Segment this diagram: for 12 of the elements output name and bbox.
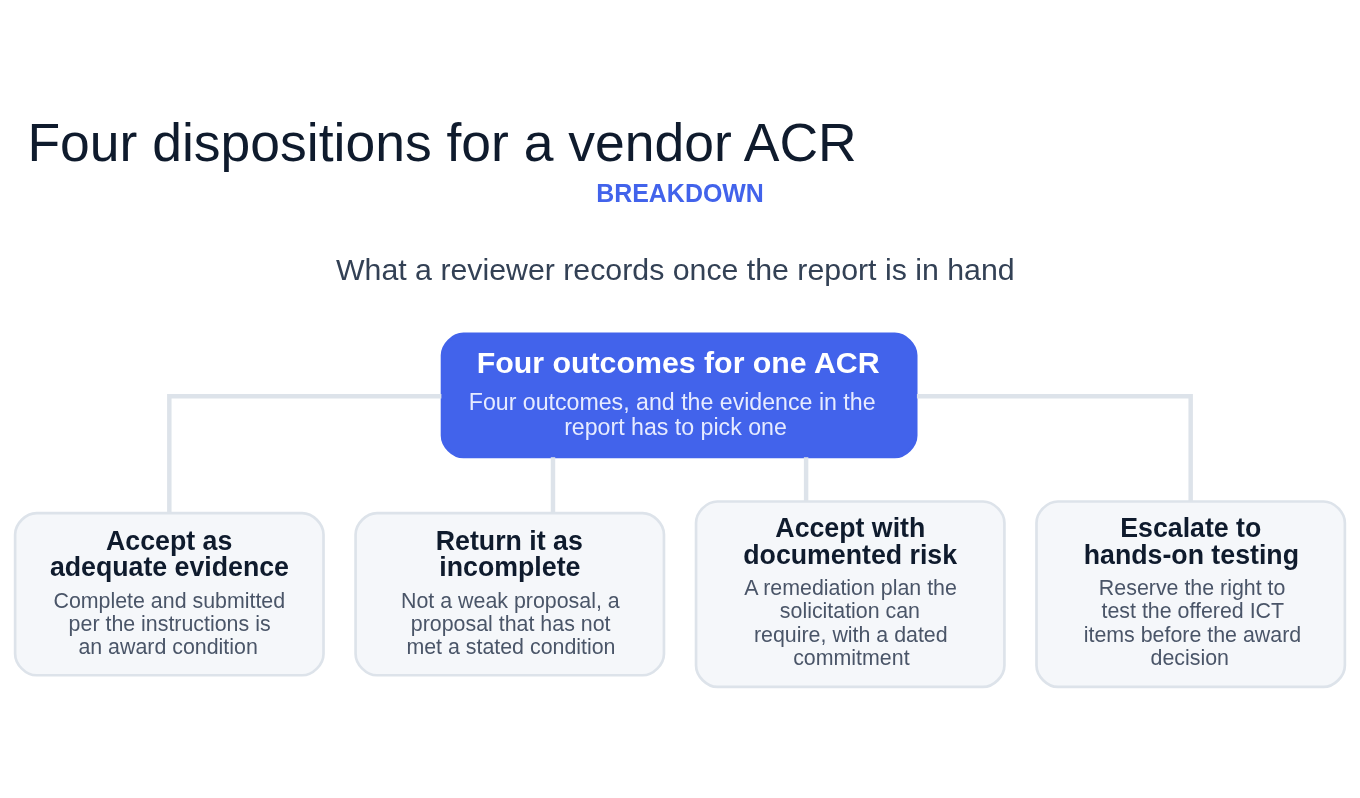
connector <box>916 394 1193 502</box>
node-box: Accept as adequate evidence Complete and submitted per the instructions is an award condition <box>13 511 325 677</box>
diagram-title: Four dispositions for a vendor ACR <box>27 113 857 173</box>
connector <box>550 457 556 513</box>
node-box: Return it as incomplete Not a weak proposal, a proposal that has not met a stated condition <box>354 511 666 677</box>
label: BREAKDOWN <box>596 179 764 208</box>
label: What a reviewer records once the report is in hand <box>335 252 1015 286</box>
node-box: Escalate to hands-on testing Reserve the right to test the offered ICT items before the award decision <box>1035 500 1347 689</box>
node-box: Four outcomes for one ACR Four outcomes, and the evidence in the report has to pick one <box>440 332 918 459</box>
connector <box>803 457 809 502</box>
node-box: Accept with documented risk A remediation plan the solicitation can require, with a dated commitment <box>694 500 1006 689</box>
connector <box>167 394 442 513</box>
